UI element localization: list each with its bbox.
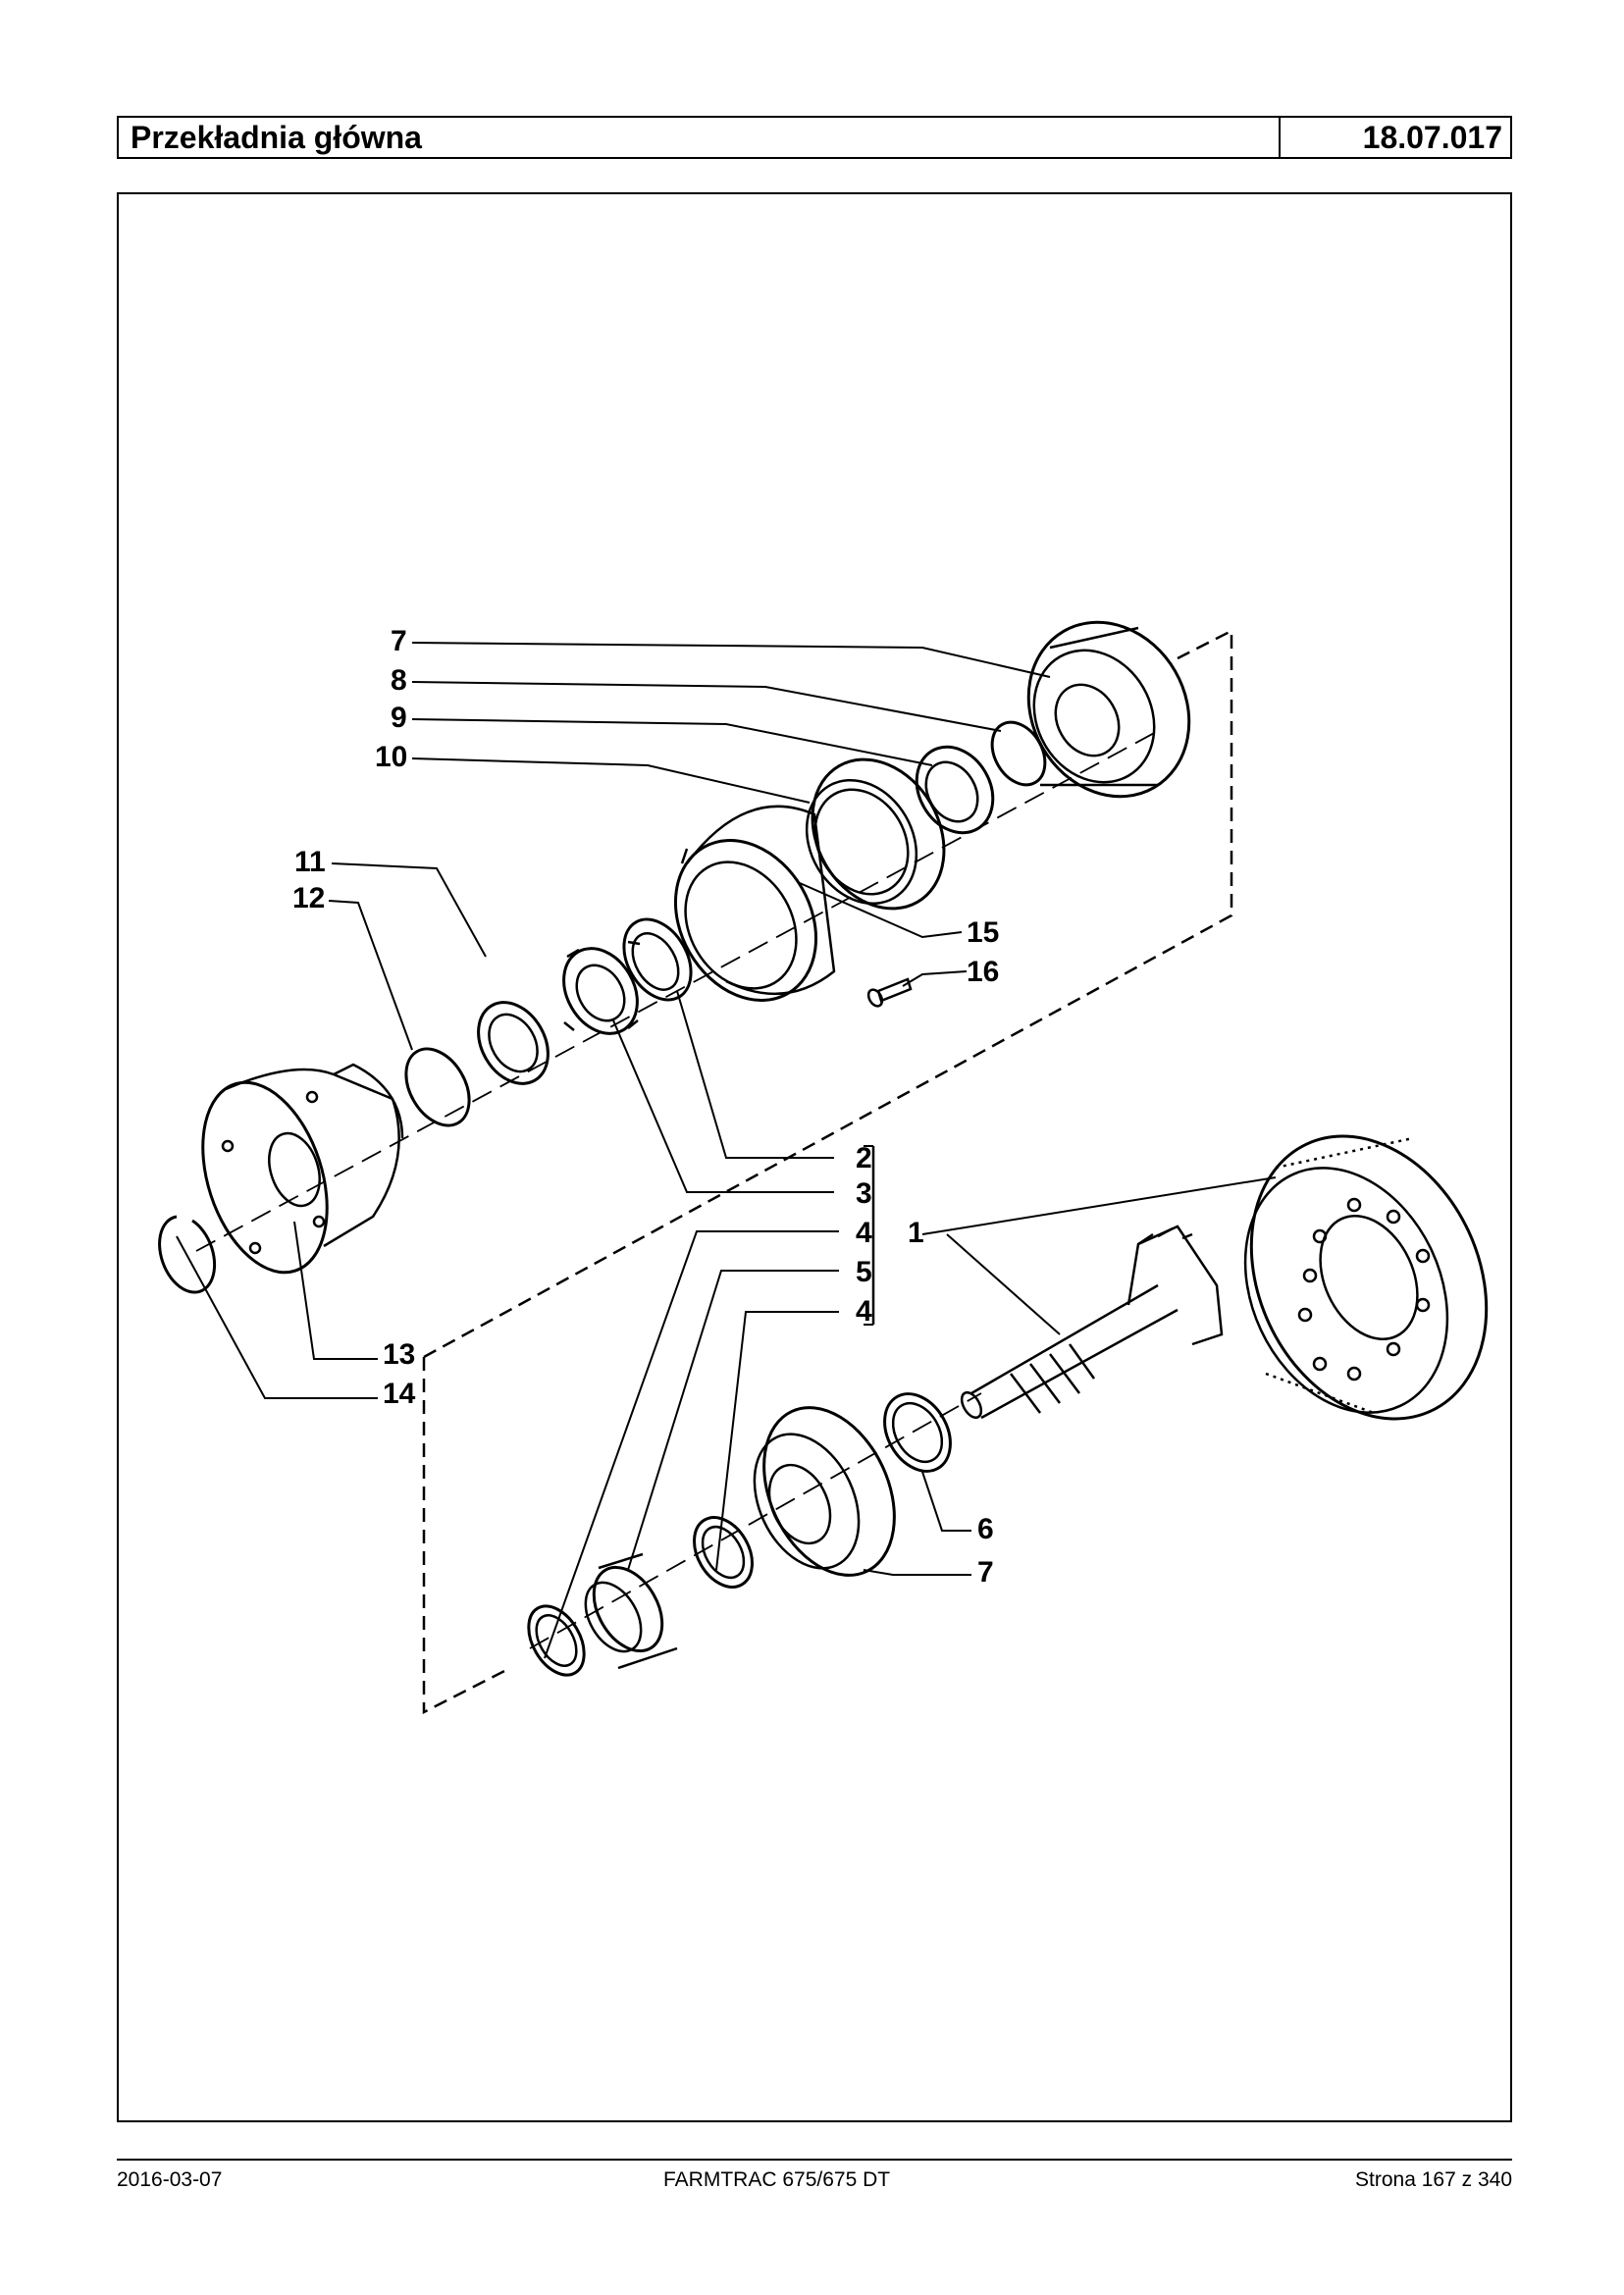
- page-header: Przekładnia główna 18.07.017: [117, 116, 1512, 159]
- leader-lines: [176, 642, 1277, 1659]
- slotted-nut-3: [562, 940, 641, 1035]
- footer-page-number: Strona 167 z 340: [1355, 2168, 1512, 2191]
- snap-ring-8: [990, 720, 1047, 787]
- shim-4-front: [527, 1604, 586, 1677]
- footer-date: 2016-03-07: [117, 2168, 223, 2191]
- bearing-lower: [753, 1406, 896, 1577]
- callout-16: 16: [967, 956, 999, 988]
- seal-11: [477, 1001, 550, 1085]
- callout-4-second: 4: [856, 1295, 872, 1328]
- callout-2: 2: [856, 1142, 872, 1174]
- spacer-5: [584, 1552, 678, 1670]
- callout-13: 13: [383, 1338, 415, 1371]
- footer-rule: [117, 2159, 1512, 2161]
- callout-12: 12: [292, 882, 325, 914]
- screw-16: [866, 977, 913, 1008]
- callout-4: 4: [856, 1217, 872, 1249]
- axis-lower: [529, 1392, 982, 1649]
- flange-13: [201, 1063, 404, 1275]
- callout-10: 10: [375, 741, 407, 773]
- pinion-shaft-1: [960, 1225, 1224, 1420]
- callout-3: 3: [856, 1177, 872, 1210]
- callout-1: 1: [908, 1217, 924, 1249]
- callout-6: 6: [977, 1513, 994, 1545]
- callout-14: 14: [383, 1378, 416, 1410]
- o-ring-12: [404, 1047, 471, 1127]
- assembly-boundary-lower: [422, 1357, 511, 1715]
- callout-8: 8: [391, 664, 407, 697]
- section-code: 18.07.017: [1362, 120, 1502, 155]
- adjusting-ring-10: [805, 757, 946, 911]
- callout-5: 5: [856, 1256, 872, 1288]
- callout-7-lower: 7: [977, 1556, 994, 1589]
- bearing-housing: [673, 805, 836, 1002]
- page-title: Przekładnia główna: [119, 118, 1281, 157]
- shim-4-lower: [693, 1516, 754, 1589]
- footer-model: FARMTRAC 675/675 DT: [663, 2168, 891, 2191]
- shim-6: [883, 1392, 952, 1473]
- assembly-boundary: [423, 628, 1233, 1359]
- crown-wheel-1: [1243, 1134, 1489, 1421]
- callout-7: 7: [391, 625, 407, 657]
- bearing-top: [1026, 620, 1191, 799]
- callout-15: 15: [967, 916, 999, 949]
- callout-11: 11: [294, 846, 326, 878]
- callout-9: 9: [391, 702, 407, 734]
- drawing-frame: [117, 192, 1512, 2122]
- circlip-14: [158, 1215, 217, 1294]
